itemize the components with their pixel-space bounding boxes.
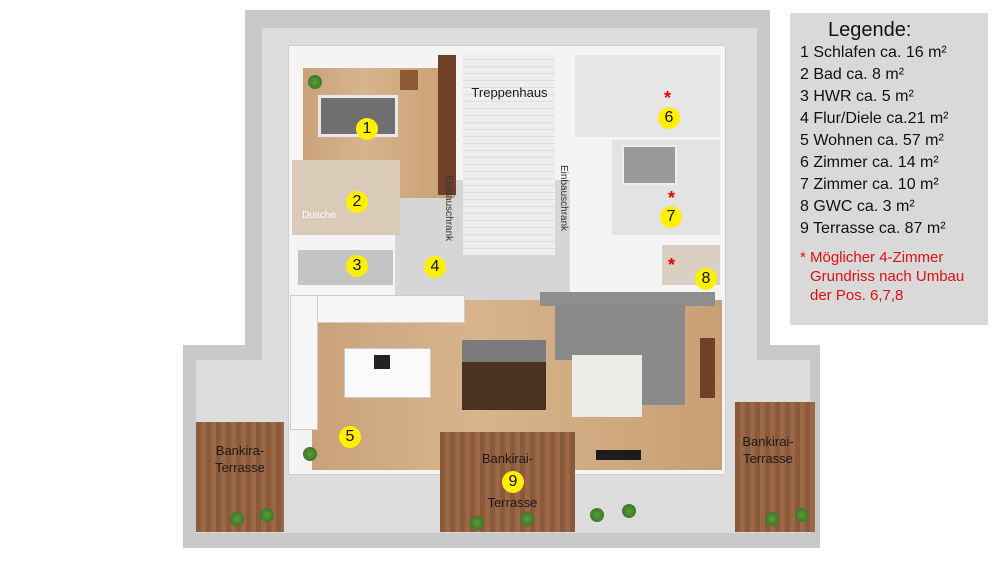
legend-item: 9 Terrasse ca. 87 m² (800, 220, 946, 237)
legend-title: Legende: (828, 19, 912, 41)
marker-4: 4 (424, 256, 446, 278)
desk (400, 70, 418, 90)
legend-note-line: * Möglicher 4-Zimmer (800, 249, 944, 266)
plant-icon (303, 447, 317, 461)
plant-icon (260, 508, 274, 522)
sofa-backrest (540, 292, 715, 306)
room-6-floor (575, 55, 720, 137)
star-room-7: * (668, 188, 676, 208)
cooktop (374, 355, 390, 369)
plant-icon (520, 512, 534, 526)
terrace-left-line1: Bankira- (215, 443, 265, 458)
legend-item: 8 GWC ca. 3 m² (800, 198, 915, 215)
bed (318, 95, 398, 137)
terrace-left-line2: Terrasse (215, 460, 265, 475)
plant-icon (795, 508, 809, 522)
legend-item: 3 HWR ca. 5 m² (800, 88, 914, 105)
legend-item: 2 Bad ca. 8 m² (800, 66, 905, 83)
stairs-label: Treppenhaus (471, 85, 548, 100)
kitchen-counter-side (290, 295, 318, 430)
plant-icon (590, 508, 604, 522)
terrace-center-label-top: Bankirai- (481, 451, 534, 466)
tv-cabinet (700, 338, 715, 398)
legend-item: 1 Schlafen ca. 16 m² (800, 44, 947, 61)
marker-6: 6 (658, 107, 680, 129)
marker-8: 8 (695, 268, 717, 290)
plant-icon (765, 512, 779, 526)
terrace-right-label: Bankirai- Terrasse (728, 433, 808, 467)
marker-7: 7 (660, 206, 682, 228)
rug (572, 355, 642, 417)
legend-item: 5 Wohnen ca. 57 m² (800, 132, 944, 149)
shower-label: Dusche (302, 210, 336, 221)
marker-3: 3 (346, 255, 368, 277)
legend-note: * Möglicher 4-Zimmer Grundriss nach Umba… (800, 248, 978, 305)
star-room-8: * (668, 255, 676, 275)
legend-note-line: Grundriss nach Umbau (810, 268, 965, 285)
marker-5: 5 (339, 426, 361, 448)
star-room-6: * (664, 88, 672, 108)
bed-room-7 (622, 145, 677, 185)
staircase (463, 55, 555, 255)
closet-right-label: Einbauschrank (558, 165, 569, 232)
plant-icon (470, 516, 484, 530)
legend-note-line: der Pos. 6,7,8 (810, 287, 904, 304)
terrace-center-label-bottom: Terrasse (487, 495, 538, 510)
legend: Legende: 1 Schlafen ca. 16 m² 2 Bad ca. … (790, 13, 988, 325)
legend-item: 4 Flur/Diele ca.21 m² (800, 110, 949, 127)
closet-left-label: Einbauschrank (443, 175, 454, 242)
terrace-left-label: Bankira- Terrasse (196, 442, 284, 476)
dining-bench (462, 340, 546, 362)
terrace-right-line2: Terrasse (743, 451, 793, 466)
marker-1: 1 (356, 118, 378, 140)
terrace-right-line1: Bankirai- (742, 434, 794, 449)
kitchen-counter (290, 295, 465, 323)
dining-table (462, 362, 546, 410)
marker-9: 9 (502, 471, 524, 493)
plant-icon (230, 512, 244, 526)
piano (596, 450, 641, 460)
legend-item: 6 Zimmer ca. 14 m² (800, 154, 939, 171)
marker-2: 2 (346, 191, 368, 213)
wardrobe (438, 55, 456, 195)
legend-item: 7 Zimmer ca. 10 m² (800, 176, 939, 193)
plant-icon (622, 504, 636, 518)
hwr-floor (298, 250, 393, 285)
plant-icon (308, 75, 322, 89)
